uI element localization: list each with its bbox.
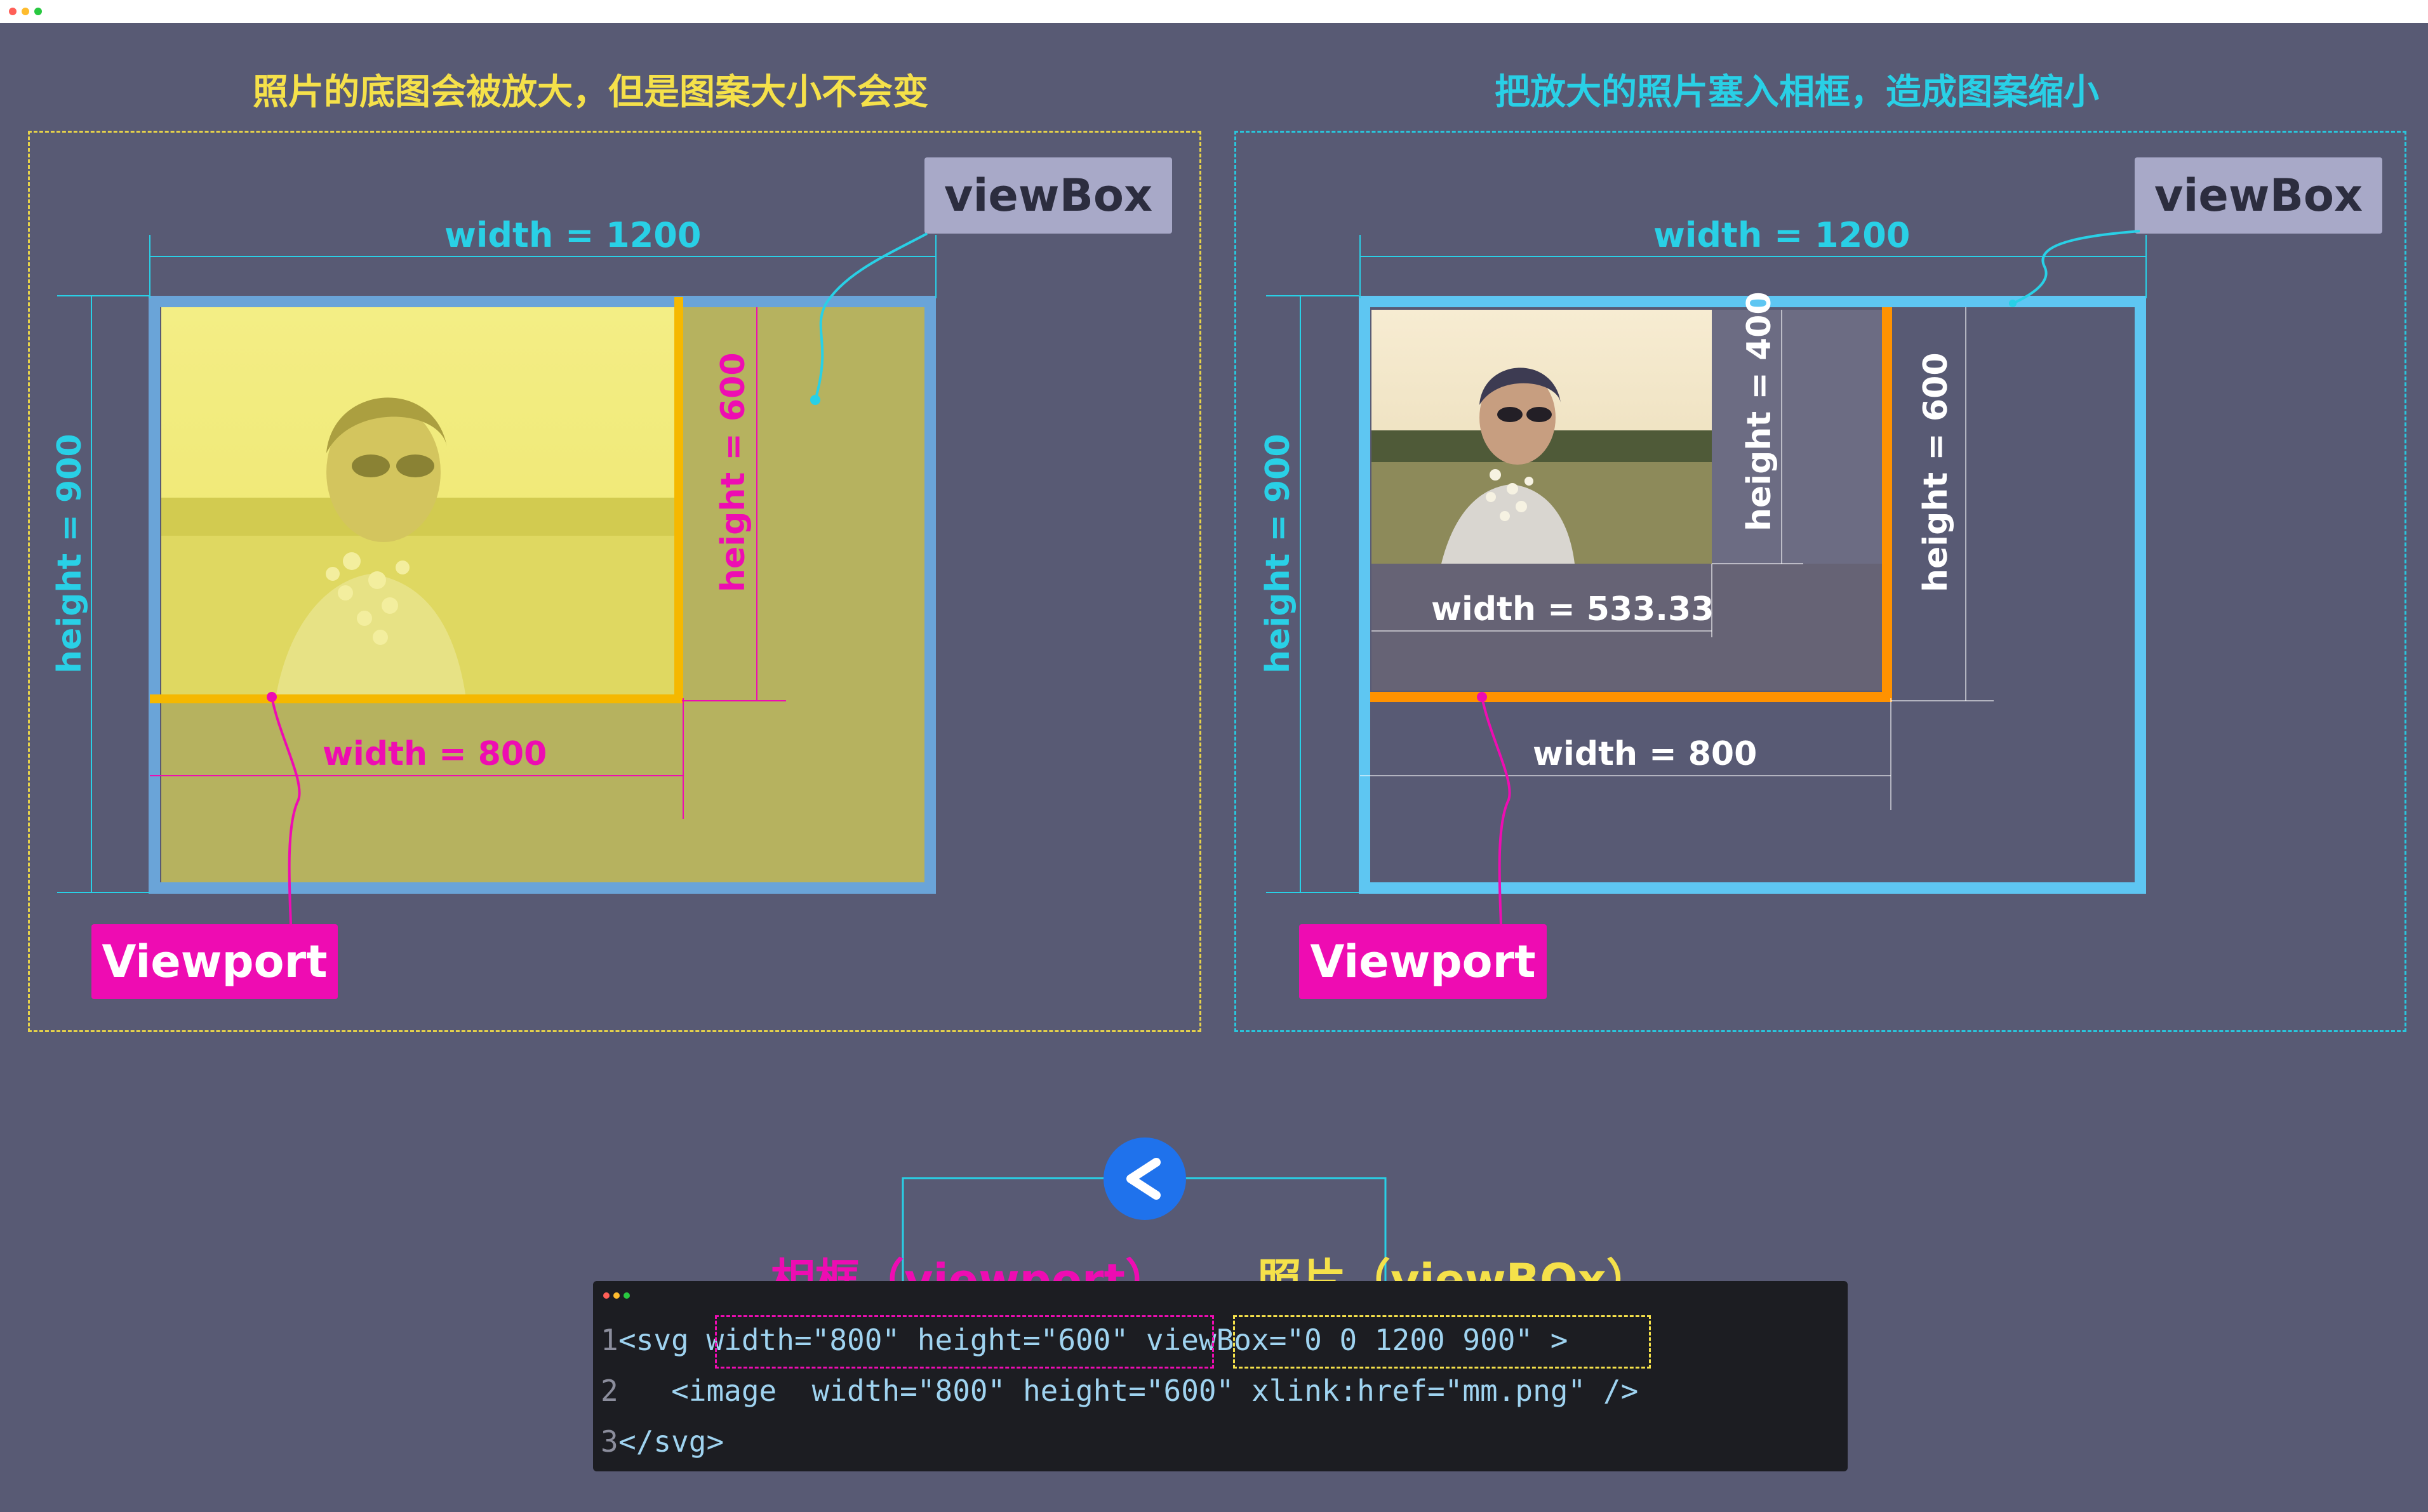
left-viewbox-fill-bottom xyxy=(161,698,679,889)
code-line-3: </svg> xyxy=(618,1424,724,1459)
left-viewbox-outline xyxy=(149,296,936,894)
right-viewbox-tag: viewBox xyxy=(2135,157,2382,234)
right-viewport-tag: Viewport xyxy=(1299,924,1547,999)
right-width-image-label: width = 533.33 xyxy=(1431,590,1714,628)
code-close-dot-icon xyxy=(603,1292,610,1299)
left-width-viewport-label: width = 800 xyxy=(323,735,547,773)
left-panel-frame xyxy=(28,131,1201,1032)
code-line-number-2: 2 xyxy=(601,1374,618,1408)
code-zoom-dot-icon xyxy=(624,1292,630,1299)
left-photo xyxy=(161,307,679,698)
window-titlebar xyxy=(0,0,2428,23)
right-width-viewport-label: width = 800 xyxy=(1533,735,1758,773)
chevron-left-icon xyxy=(1126,1158,1161,1200)
code-highlight-viewbox-attr xyxy=(1233,1315,1651,1369)
right-viewport-outline xyxy=(1370,307,1892,702)
left-viewbox-fill xyxy=(679,307,933,889)
less-than-icon[interactable] xyxy=(1104,1137,1186,1220)
code-min-dot-icon xyxy=(613,1292,620,1299)
code-editor: 1 <svg width="800" height="600" viewBox=… xyxy=(593,1281,1848,1471)
left-width-viewbox-label: width = 1200 xyxy=(444,215,702,255)
close-dot-icon[interactable] xyxy=(9,8,17,15)
portrait-image-small xyxy=(1371,310,1712,564)
minimize-dot-icon[interactable] xyxy=(22,8,29,15)
portrait-image xyxy=(161,307,679,698)
right-photo xyxy=(1371,310,1712,564)
right-panel-frame xyxy=(1234,131,2406,1032)
left-viewport-tag: Viewport xyxy=(91,924,338,999)
left-panel-title: 照片的底图会被放大，但是图案大小不会变 xyxy=(253,72,928,113)
code-line-2: <image width="800" height="600" xlink:hr… xyxy=(618,1374,1639,1408)
right-width-viewbox-label: width = 1200 xyxy=(1653,215,1911,255)
zoom-dot-icon[interactable] xyxy=(34,8,42,15)
code-line-number-3: 3 xyxy=(601,1424,618,1459)
code-highlight-viewport-attrs xyxy=(715,1315,1214,1369)
right-panel-title: 把放大的照片塞入相框，造成图案缩小 xyxy=(1495,72,2099,113)
left-viewport-outline xyxy=(150,297,683,703)
right-viewport-fill-bottom xyxy=(1371,564,1884,691)
left-photo-tint xyxy=(161,307,679,698)
code-line-number-1: 1 xyxy=(601,1323,618,1357)
left-viewbox-tag: viewBox xyxy=(924,157,1172,234)
right-viewport-fill xyxy=(1712,310,1884,564)
right-viewbox-outline xyxy=(1359,296,2146,894)
